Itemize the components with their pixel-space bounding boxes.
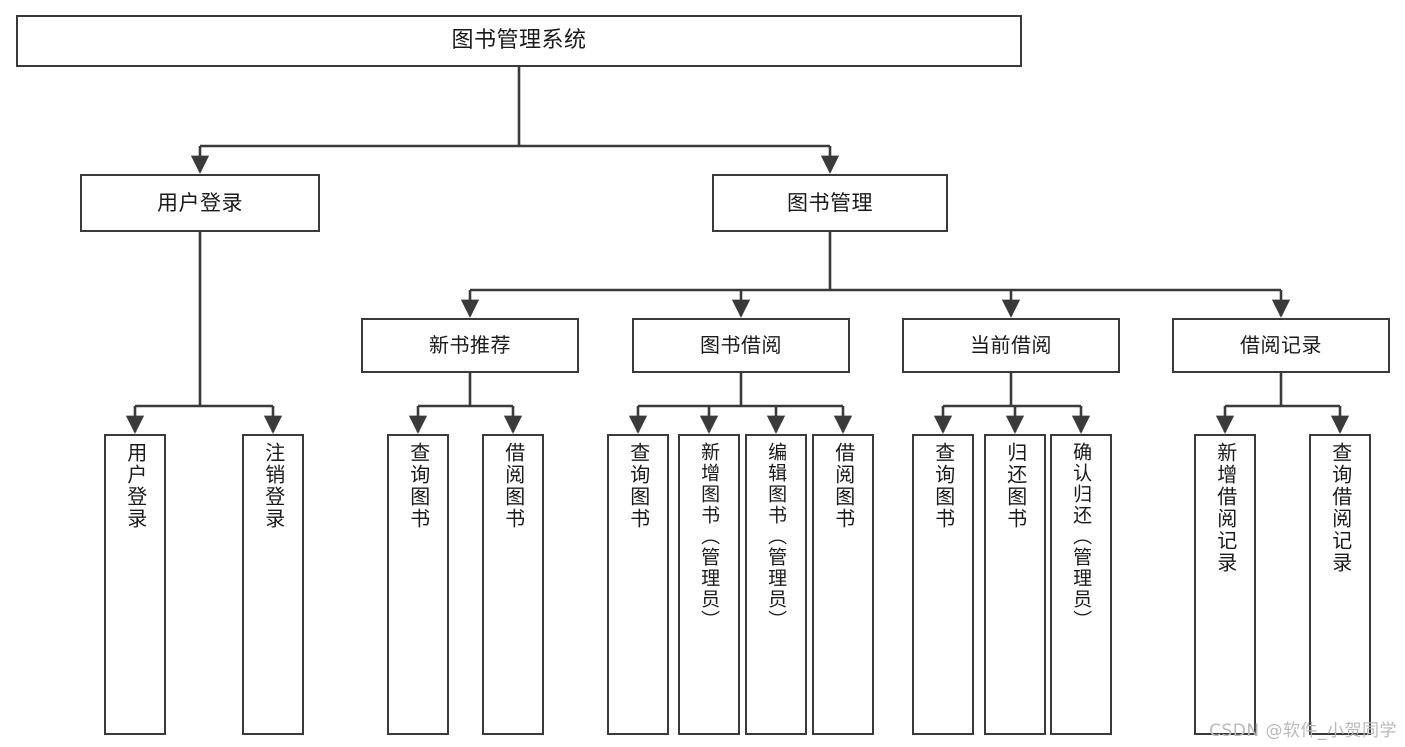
node-label: 当前借阅: [970, 332, 1052, 357]
node-label: 查询图书: [931, 442, 956, 530]
node-new_book_rec[interactable]: 新书推荐: [361, 318, 579, 373]
node-current_borrow[interactable]: 当前借阅: [902, 318, 1120, 373]
node-leaf_borrow_book_1[interactable]: 借阅图书: [482, 434, 544, 735]
node-label: 查询图书: [626, 442, 651, 530]
node-leaf_user_login[interactable]: 用户登录: [104, 434, 166, 735]
node-leaf_confirm_return_admin[interactable]: 确认归还（管理员）: [1050, 434, 1112, 735]
node-leaf_logout[interactable]: 注销登录: [242, 434, 304, 735]
node-root[interactable]: 图书管理系统: [16, 15, 1022, 67]
node-leaf_add_book_admin[interactable]: 新增图书（管理员）: [678, 434, 740, 735]
node-borrow_record[interactable]: 借阅记录: [1172, 318, 1390, 373]
node-label: 用户登录: [123, 442, 148, 530]
node-leaf_add_borrow_record[interactable]: 新增借阅记录: [1194, 434, 1256, 735]
node-label: 确认归还（管理员）: [1070, 442, 1093, 631]
node-label: 查询图书: [406, 442, 431, 530]
watermark: CSDN @软件_小贺同学: [1209, 721, 1397, 741]
node-leaf_return_book[interactable]: 归还图书: [984, 434, 1046, 735]
node-label: 查询借阅记录: [1328, 442, 1353, 574]
node-label: 图书管理系统: [451, 28, 587, 54]
node-label: 借阅图书: [831, 442, 856, 530]
node-book_mgmt[interactable]: 图书管理: [712, 174, 948, 232]
node-label: 注销登录: [261, 442, 286, 530]
node-label: 借阅图书: [501, 442, 526, 530]
node-label: 图书借阅: [700, 332, 782, 357]
node-leaf_query_borrow_record[interactable]: 查询借阅记录: [1309, 434, 1371, 735]
node-label: 编辑图书（管理员）: [765, 442, 788, 631]
node-leaf_edit_book_admin[interactable]: 编辑图书（管理员）: [745, 434, 807, 735]
node-leaf_borrow_book_2[interactable]: 借阅图书: [812, 434, 874, 735]
node-label: 用户登录: [157, 190, 243, 215]
node-leaf_query_book_3[interactable]: 查询图书: [912, 434, 974, 735]
node-label: 归还图书: [1003, 442, 1028, 530]
node-label: 图书管理: [787, 190, 873, 215]
node-leaf_query_book_2[interactable]: 查询图书: [607, 434, 669, 735]
node-label: 新增图书（管理员）: [698, 442, 721, 631]
node-label: 借阅记录: [1240, 332, 1322, 357]
node-leaf_query_book_1[interactable]: 查询图书: [387, 434, 449, 735]
node-user_login[interactable]: 用户登录: [80, 174, 320, 232]
node-label: 新增借阅记录: [1213, 442, 1238, 574]
node-label: 新书推荐: [429, 332, 511, 357]
node-book_borrow[interactable]: 图书借阅: [632, 318, 850, 373]
